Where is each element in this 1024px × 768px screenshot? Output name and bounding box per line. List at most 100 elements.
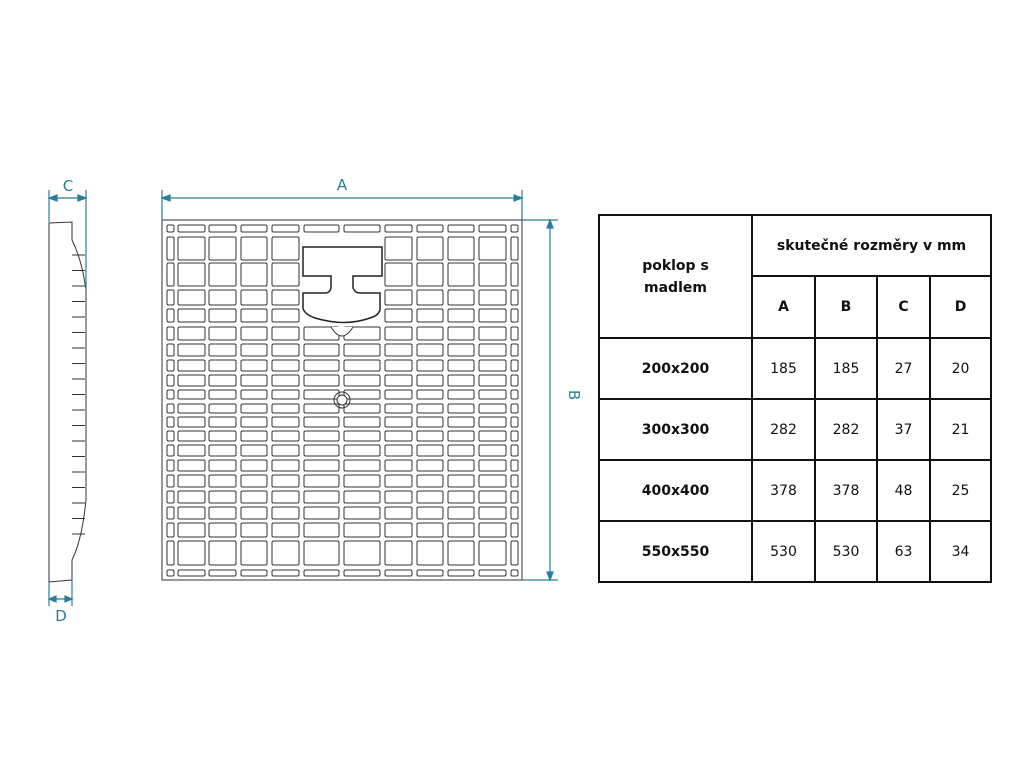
grid-cell	[208, 343, 237, 357]
grid-cell	[384, 459, 413, 472]
grid-cell	[177, 474, 206, 488]
grid-cell	[384, 224, 413, 233]
grid-cell	[177, 540, 206, 566]
grid-cell	[303, 416, 340, 428]
grid-cell	[343, 430, 381, 442]
grid-cell	[240, 326, 268, 341]
column-header: B	[814, 275, 878, 339]
grid-cell	[240, 474, 268, 488]
grid-cell	[271, 540, 300, 566]
grid-cell	[343, 359, 381, 372]
grid-cell	[384, 506, 413, 520]
grid-cell	[303, 224, 340, 233]
grid-cell	[384, 444, 413, 457]
value-cell: 37	[876, 398, 931, 461]
grid-cell	[166, 490, 175, 504]
grid-cell	[177, 343, 206, 357]
grid-cell	[510, 224, 519, 233]
grid-cell	[240, 444, 268, 457]
grid-cell	[303, 430, 340, 442]
grid-cell	[416, 522, 444, 538]
table-row: 200x200 185 185 27 20	[598, 337, 992, 400]
grid-cell	[166, 506, 175, 520]
grid-cell	[478, 359, 507, 372]
grid-cell	[447, 343, 475, 357]
grid-cell	[177, 444, 206, 457]
grid-cell	[271, 416, 300, 428]
value-cell: 20	[929, 337, 992, 400]
value-cell: 282	[751, 398, 816, 461]
grid-cell	[447, 416, 475, 428]
grid-cell	[208, 262, 237, 287]
size-cell: 400x400	[598, 459, 753, 522]
grid-cell	[343, 444, 381, 457]
dimension-label-c: C	[63, 177, 73, 195]
grid-cell	[271, 444, 300, 457]
grid-cell	[240, 522, 268, 538]
grid-cell	[416, 416, 444, 428]
dimension-label-b: B	[565, 390, 583, 400]
grid-cell	[271, 308, 300, 323]
grid-cell	[416, 389, 444, 400]
grid-cell	[271, 262, 300, 287]
grid-cell	[303, 403, 340, 414]
grid-cell	[271, 343, 300, 357]
grid-cell	[303, 343, 340, 357]
grid-cell	[510, 389, 519, 400]
grid-cell	[478, 389, 507, 400]
grid-cell	[208, 522, 237, 538]
grid-cell	[271, 359, 300, 372]
grid-cell	[416, 224, 444, 233]
grid-cell	[343, 416, 381, 428]
column-header: D	[929, 275, 992, 339]
grid-cell	[177, 289, 206, 306]
grid-cell	[208, 444, 237, 457]
grid-cell	[447, 326, 475, 341]
table-row: 300x300 282 282 37 21	[598, 398, 992, 461]
grid-cell	[384, 343, 413, 357]
grid-cell	[416, 506, 444, 520]
grid-cell	[208, 506, 237, 520]
grid-cell	[416, 343, 444, 357]
grid-cell	[177, 459, 206, 472]
grid-cell	[447, 236, 475, 261]
grid-cell	[478, 490, 507, 504]
grid-cell	[177, 359, 206, 372]
grid-cell	[447, 490, 475, 504]
grid-cell	[510, 474, 519, 488]
grid-cell	[384, 540, 413, 566]
value-cell: 34	[929, 520, 992, 583]
grid-cell	[478, 374, 507, 387]
grid-cell	[384, 490, 413, 504]
grid-cell	[208, 308, 237, 323]
grid-cell	[343, 506, 381, 520]
grid-cell	[166, 326, 175, 341]
table-row: 550x550 530 530 63 34	[598, 520, 992, 583]
grid-cell	[166, 389, 175, 400]
grid-cell	[510, 326, 519, 341]
grid-cell	[240, 506, 268, 520]
grid-cell	[303, 569, 340, 577]
grid-cell	[271, 474, 300, 488]
grid-cell	[478, 540, 507, 566]
grid-cell	[478, 569, 507, 577]
grid-cell	[177, 416, 206, 428]
grid-cell	[240, 430, 268, 442]
grid-cell	[510, 289, 519, 306]
grid-cell	[166, 444, 175, 457]
grid-cell	[240, 416, 268, 428]
value-cell: 27	[876, 337, 931, 400]
grid-cell	[384, 326, 413, 341]
grid-cell	[343, 522, 381, 538]
grid-cell	[384, 389, 413, 400]
grid-cell	[303, 359, 340, 372]
grid-cell	[510, 459, 519, 472]
grid-cell	[208, 289, 237, 306]
grid-cell	[447, 224, 475, 233]
grid-cell	[240, 459, 268, 472]
grid-cell	[384, 430, 413, 442]
grid-cell	[166, 403, 175, 414]
grid-cell	[478, 236, 507, 261]
grid-cell	[343, 343, 381, 357]
column-header: A	[751, 275, 816, 339]
